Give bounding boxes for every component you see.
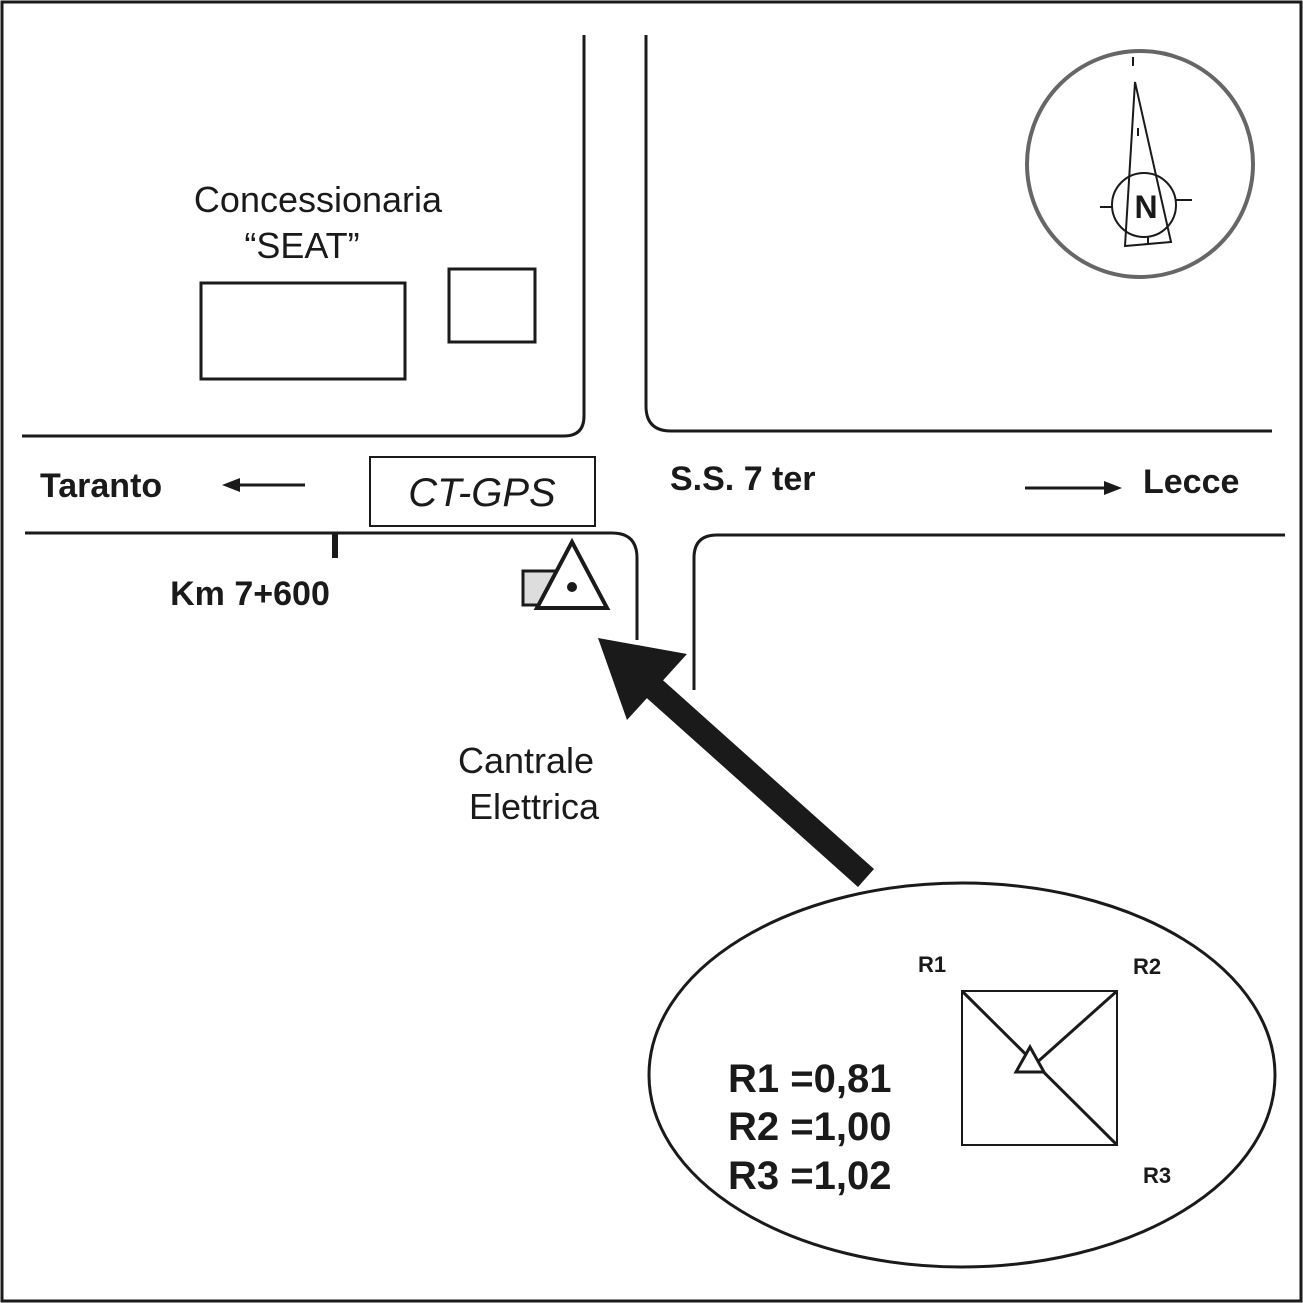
corner-r3: R3 (1143, 1163, 1171, 1188)
gps-station-triangle-icon (533, 537, 611, 610)
corner-r2: R2 (1133, 954, 1161, 979)
km-marker (332, 533, 338, 558)
compass-rose: N (1025, 49, 1255, 279)
road-name: S.S. 7 ter (670, 460, 816, 498)
value-r3: R3 =1,02 (728, 1154, 891, 1198)
station-label: CT-GPS (408, 471, 556, 515)
dealer-label: Concessionaria (194, 179, 443, 220)
dealer-name: “SEAT” (244, 225, 359, 266)
station-label-box (369, 456, 596, 527)
detail-inset: R1 R2 R3 R1 =0,81 R2 =1,00 R3 =1,02 (647, 881, 1277, 1269)
pointer-arrow (598, 638, 875, 887)
value-r1: R1 =0,81 (728, 1057, 891, 1101)
corner-r1: R1 (918, 952, 946, 977)
road-edge-ne (644, 35, 1272, 433)
value-r2: R2 =1,00 (728, 1105, 891, 1149)
arrow-left-icon (222, 478, 305, 492)
road-edge-sw (25, 531, 639, 640)
west-destination: Taranto (40, 467, 162, 505)
east-destination: Lecce (1143, 463, 1239, 501)
road-edge-se (692, 533, 1285, 690)
building-dealer-main (199, 281, 407, 381)
station-marker-icon (1013, 1043, 1047, 1074)
km-label: Km 7+600 (170, 575, 330, 613)
plant-label-2: Elettrica (469, 786, 600, 827)
plant-label: Cantrale (458, 740, 594, 781)
arrow-right-icon (1025, 481, 1122, 495)
antenna-square (961, 990, 1118, 1146)
north-label: N (1134, 189, 1157, 225)
roads (22, 35, 1285, 690)
compass-ring (1025, 49, 1255, 279)
road-edge-nw (22, 35, 586, 438)
building-dealer-small (447, 267, 537, 344)
